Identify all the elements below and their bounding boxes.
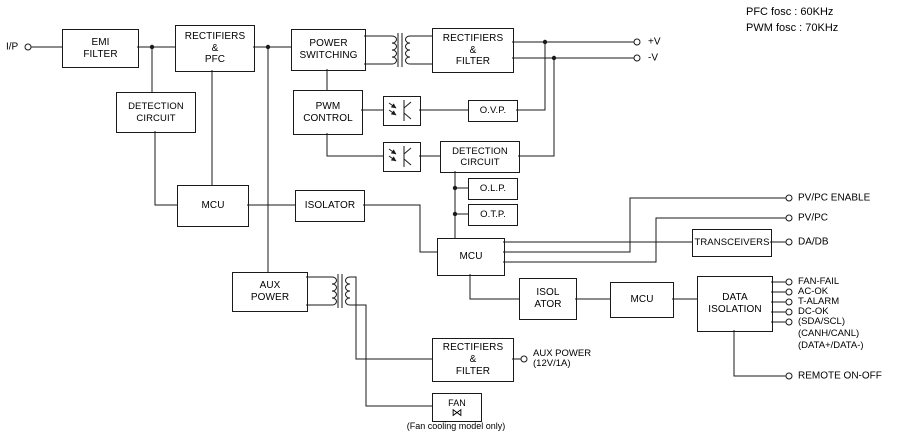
port-label-pvpc-enable: PV/PC ENABLE: [798, 192, 871, 204]
port-label-data-plus-minus: (DATA+/DATA-): [798, 340, 864, 352]
block-isolator-comm: ISOL ATOR: [519, 278, 577, 320]
port-label-aux-output: AUX POWER (12V/1A): [533, 348, 592, 369]
block-data-isolation: DATA ISOLATION: [697, 276, 773, 332]
block-rectifiers-pfc: RECTIFIERS & PFC: [175, 25, 255, 72]
block-rectifiers-filter-top: RECTIFIERS & FILTER: [432, 28, 514, 73]
port-label-canh-canl: (CANH/CANL): [798, 328, 860, 340]
port-label-v-plus: +V: [648, 36, 661, 48]
port-label-remote: REMOTE ON-OFF: [798, 370, 882, 382]
optocoupler-box: [383, 142, 421, 172]
block-emi-filter: EMI FILTER: [62, 29, 139, 68]
pfc-fosc-note: PFC fosc : 60KHz: [746, 6, 834, 18]
block-detection-circuit-input: DETECTION CIRCUIT: [116, 92, 196, 133]
fan-icon: ⋈: [451, 406, 463, 419]
block-mcu-comm: MCU: [610, 282, 674, 318]
port-label-pvpc: PV/PC: [798, 212, 829, 224]
block-aux-power: AUX POWER: [232, 272, 308, 312]
block-pwm-control: PWM CONTROL: [293, 90, 363, 135]
block-otp: O.T.P.: [468, 204, 518, 226]
port-label-dc-ok: DC-OK: [798, 306, 829, 318]
block-power-switching: POWER SWITCHING: [291, 29, 366, 71]
transformer-icon: [391, 33, 411, 67]
block-mcu-primary: MCU: [177, 185, 249, 227]
fan-label: FAN: [448, 397, 466, 408]
block-transceivers: TRANSCEIVERS: [692, 229, 772, 257]
port-label-v-minus: -V: [648, 52, 658, 64]
block-olp: O.L.P.: [468, 178, 518, 200]
port-label-dadb: DA/DB: [798, 236, 829, 248]
port-label-fan-fail: FAN-FAIL: [798, 276, 840, 288]
optocoupler-box: [383, 96, 421, 126]
pwm-fosc-note: PWM fosc : 70KHz: [746, 22, 839, 34]
port-label-ac-ok: AC-OK: [798, 286, 829, 298]
block-isolator: ISOLATOR: [295, 190, 365, 222]
port-label-t-alarm: T-ALARM: [798, 296, 840, 308]
block-ovp: O.V.P.: [468, 100, 518, 122]
transformer-icon: [331, 274, 351, 308]
terminals: [24, 38, 793, 380]
port-label-sda-scl: (SDA/SCL): [798, 316, 845, 328]
port-label-input: I/P: [6, 41, 19, 53]
block-mcu-secondary: MCU: [437, 238, 505, 276]
block-rectifiers-filter-aux: RECTIFIERS & FILTER: [432, 338, 514, 382]
block-detection-circuit-output: DETECTION CIRCUIT: [440, 141, 520, 173]
fan-note: (Fan cooling model only): [406, 421, 506, 431]
block-fan: FAN ⋈: [432, 393, 482, 422]
